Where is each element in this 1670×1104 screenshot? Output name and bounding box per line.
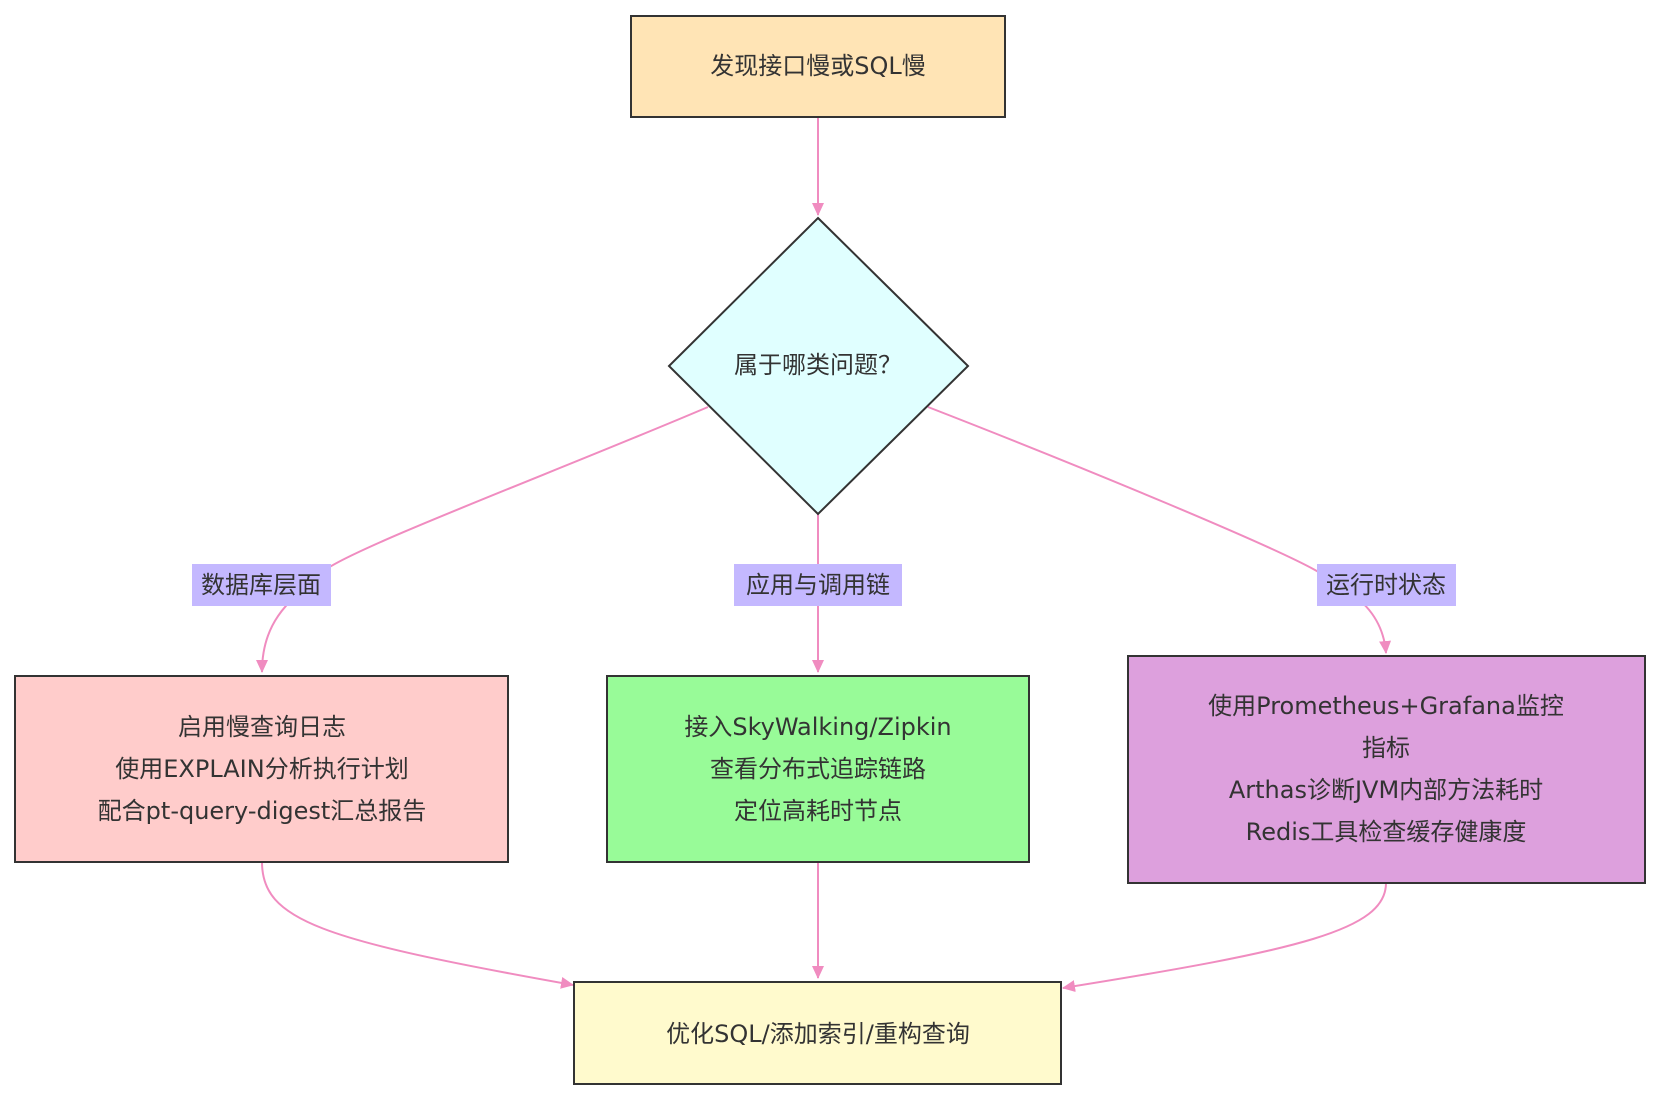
edge-db-to-end [261, 861, 574, 989]
svg-text:发现接口慢或SQL慢: 发现接口慢或SQL慢 [710, 52, 926, 80]
edge-decision-to-db [256, 406, 709, 673]
svg-text:Redis工具检查缓存健康度: Redis工具检查缓存健康度 [1246, 818, 1527, 846]
svg-text:接入SkyWalking/Zipkin: 接入SkyWalking/Zipkin [684, 713, 951, 741]
node-database: 启用慢查询日志 使用EXPLAIN分析执行计划 配合pt-query-diges… [14, 675, 509, 863]
svg-text:使用Prometheus+Grafana监控: 使用Prometheus+Grafana监控 [1208, 692, 1564, 720]
node-start: 发现接口慢或SQL慢 [630, 15, 1006, 118]
svg-text:定位高耗时节点: 定位高耗时节点 [734, 797, 902, 825]
node-runtime: 使用Prometheus+Grafana监控 指标 Arthas诊断JVM内部方… [1127, 655, 1646, 884]
edge-runtime-to-end [1062, 882, 1387, 993]
svg-text:优化SQL/添加索引/重构查询: 优化SQL/添加索引/重构查询 [666, 1020, 970, 1048]
svg-text:Arthas诊断JVM内部方法耗时: Arthas诊断JVM内部方法耗时 [1229, 776, 1543, 804]
edge-label-runtime: 运行时状态 [1317, 564, 1456, 606]
svg-text:查看分布式追踪链路: 查看分布式追踪链路 [710, 755, 926, 783]
svg-text:运行时状态: 运行时状态 [1326, 571, 1446, 599]
edge-label-db: 数据库层面 [192, 564, 331, 606]
svg-text:指标: 指标 [1362, 734, 1410, 762]
node-application: 接入SkyWalking/Zipkin 查看分布式追踪链路 定位高耗时节点 [606, 675, 1030, 863]
svg-text:使用EXPLAIN分析执行计划: 使用EXPLAIN分析执行计划 [115, 755, 408, 783]
svg-text:配合pt-query-digest汇总报告: 配合pt-query-digest汇总报告 [98, 797, 427, 825]
svg-text:应用与调用链: 应用与调用链 [746, 571, 890, 599]
svg-text:启用慢查询日志: 启用慢查询日志 [178, 713, 346, 741]
node-decision: 属于哪类问题？ [667, 216, 970, 516]
svg-text:属于哪类问题？: 属于哪类问题？ [734, 351, 902, 379]
svg-text:数据库层面: 数据库层面 [201, 571, 321, 599]
edge-label-app: 应用与调用链 [734, 564, 902, 606]
node-end: 优化SQL/添加索引/重构查询 [573, 981, 1062, 1085]
edge-decision-to-runtime [927, 406, 1392, 654]
